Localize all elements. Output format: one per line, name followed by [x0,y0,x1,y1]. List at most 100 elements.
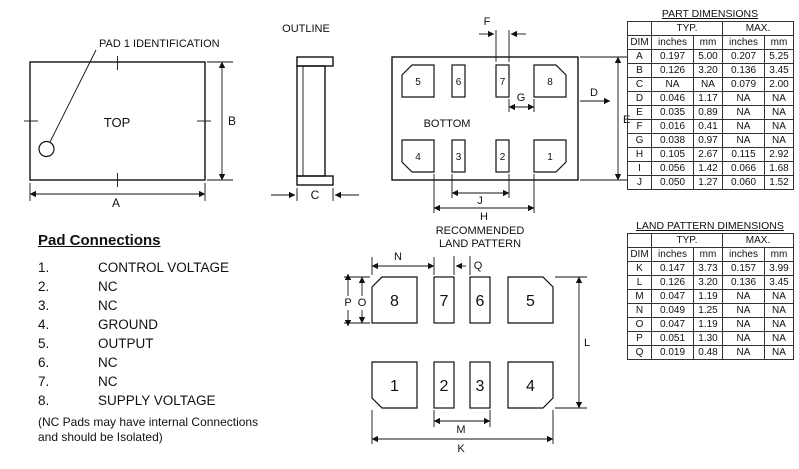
land-pattern-title-line2: LAND PATTERN [439,238,521,250]
pad-4-number: 4 [415,152,421,163]
pad-1-number: 1 [547,152,553,163]
outline-label: OUTLINE [282,23,330,35]
outline-top-cap [296,56,334,67]
table-cell: MAX. [721,233,795,248]
dimension-Q: Q [453,256,483,275]
bottom-view-body [391,56,579,181]
pad-connection-row: 6. NC [38,353,338,372]
pad-connection-row: 4. GROUND [38,315,338,334]
outline-body [296,65,326,177]
table-cell: mm [693,35,723,50]
pad-2 [495,139,510,173]
table-cell: 0.157 [722,261,765,276]
dim-label-A: A [112,196,120,210]
pad-5 [401,64,435,98]
bottom-view: BOTTOM 5 6 7 8 4 3 2 1 F [391,16,630,223]
table-cell: K [627,261,652,276]
dimension-N: N [371,251,435,275]
pad-function: OUTPUT [98,336,154,351]
dim-label-N: N [394,251,402,263]
pad-5-number: 5 [415,77,421,88]
table-cell: E [627,105,652,120]
table-cell: 3.20 [693,275,723,290]
table-cell: 0.047 [651,289,694,304]
pad-function: GROUND [98,317,158,332]
land-pattern-dimensions-title: LAND PATTERN DIMENSIONS [636,220,784,232]
dim-label-J: J [477,195,483,207]
land-pad-4 [507,361,554,409]
table-cell: 0.48 [693,345,723,360]
dim-label-O: O [358,297,367,309]
dimension-D: D [580,87,611,105]
table-cell: B [627,63,652,78]
pad-number: 5. [38,336,50,351]
table-cell: 0.147 [651,261,694,276]
pad-connection-row: 5. OUTPUT [38,334,338,353]
table-cell: I [627,161,652,176]
pad-function: NC [98,298,118,313]
pad1-leader-line [49,49,97,143]
pad-number: 1. [38,260,50,275]
table-cell: inches [722,35,765,50]
dimension-C: C [271,188,359,202]
pad-3 [451,139,466,173]
dim-label-M: M [456,424,465,436]
dimension-E: E [580,56,630,181]
table-cell: NA [693,77,723,92]
dim-label-F: F [484,16,491,28]
table-cell: NA [722,317,765,332]
table-cell: 1.25 [693,303,723,318]
table-cell: 1.27 [693,175,723,190]
pad1-identification-label: PAD 1 IDENTIFICATION [99,38,220,50]
pad-number: 7. [38,374,50,389]
table-cell: NA [763,119,795,134]
pad-connections-heading: Pad Connections [38,232,161,249]
pad-6 [451,64,466,98]
table-cell: 0.060 [722,175,765,190]
pad-connection-row: 2. NC [38,277,338,296]
table-cell [627,233,652,248]
table-cell: NA [722,303,765,318]
table-cell: NA [722,289,765,304]
table-cell: 1.19 [693,289,723,304]
land-pad-3 [469,361,491,409]
pad-number: 3. [38,298,50,313]
dim-label-G: G [517,92,526,104]
dim-label-P: P [344,297,351,309]
table-cell: 0.050 [651,175,694,190]
dimension-A: A [29,183,206,210]
table-cell: 2.67 [693,147,723,162]
pad-number: 6. [38,355,50,370]
table-cell: 0.136 [722,63,765,78]
table-cell: NA [722,133,765,148]
dimension-P: P [344,273,352,327]
table-cell: inches [651,35,694,50]
table-cell: 0.079 [722,77,765,92]
table-cell: 0.207 [722,49,765,64]
table-cell: NA [763,105,795,120]
land-pad-8 [371,276,418,324]
pad-6-number: 6 [456,77,462,88]
pad-connection-row: 1. CONTROL VOLTAGE [38,258,338,277]
pad-connections-note: (NC Pads may have internal Connections a… [38,415,338,445]
table-cell: NA [763,91,795,106]
pad-7-number: 7 [500,77,506,88]
table-cell: 3.73 [693,261,723,276]
table-cell: 3.45 [763,275,795,290]
pad-7 [495,64,510,98]
table-cell: H [627,147,652,162]
land-pad-6 [469,276,491,324]
table-cell: 0.066 [722,161,765,176]
